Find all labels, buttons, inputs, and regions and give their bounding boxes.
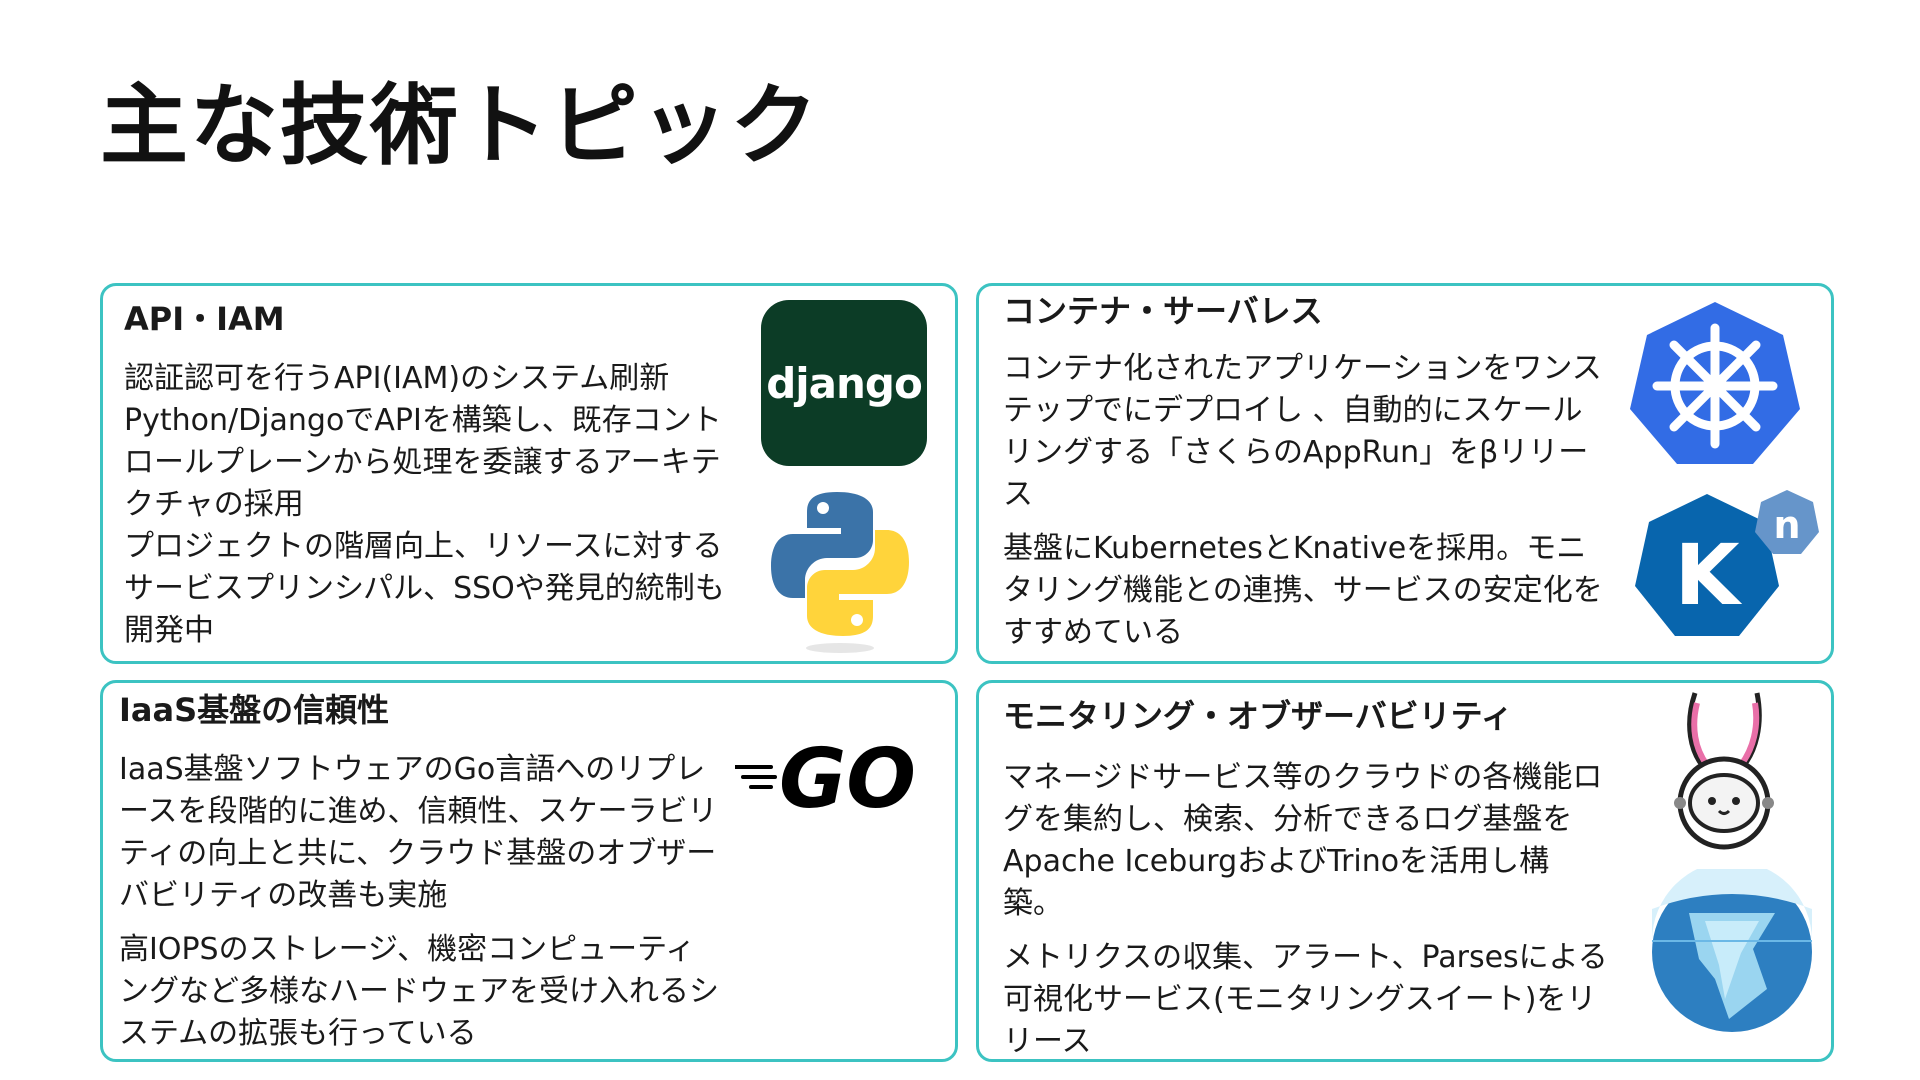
card-body-monitoring: マネージドサービス等のクラウドの各機能ログを集約し、検索、分析できるログ基盤をA… (1003, 757, 1608, 1059)
knative-icon: K n (1635, 490, 1819, 636)
card-title-iaas: IaaS基盤の信頼性 (119, 691, 390, 729)
card-container-serverless: コンテナ・サーバレス コンテナ化されたアプリケーションをワンステップでにデプロイ… (976, 283, 1834, 664)
iceberg-icon (1652, 869, 1812, 1032)
card-paragraph: コンテナ化されたアプリケーションをワンステップでにデプロイし 、自動的にスケール… (1003, 351, 1602, 512)
go-logo-text: GO (779, 737, 916, 817)
kubernetes-icon (1630, 302, 1800, 464)
card-title-monitoring: モニタリング・オブザーバビリティ (1003, 697, 1513, 735)
astronaut-rabbit-icon (1674, 692, 1774, 850)
card-api-iam: API・IAM 認証認可を行うAPI(IAM)のシステム刷新Python/Dja… (100, 283, 958, 664)
card-paragraph: 基盤にKubernetesとKnativeを採用。モニタリング機能との連携、サー… (1003, 531, 1603, 650)
card-paragraph: マネージドサービス等のクラウドの各機能ログを集約し、検索、分析できるログ基盤をA… (1003, 760, 1603, 921)
card-title-container: コンテナ・サーバレス (1003, 292, 1323, 330)
card-body-container: コンテナ化されたアプリケーションをワンステップでにデプロイし 、自動的にスケール… (1003, 348, 1608, 661)
card-paragraph: IaaS基盤ソフトウェアのGo言語へのリプレースを段階的に進め、信頼性、スケーラ… (119, 752, 718, 913)
card-paragraph: メトリクスの収集、アラート、Parsesによる可視化サービス(モニタリングスイー… (1003, 940, 1608, 1059)
go-logo: GO (735, 737, 916, 817)
python-icon (771, 492, 909, 653)
knative-letter: K (1674, 526, 1742, 624)
page-title: 主な技術トピック (100, 74, 821, 177)
card-iaas: IaaS基盤の信頼性 IaaS基盤ソフトウェアのGo言語へのリプレースを段階的に… (100, 680, 958, 1062)
card-monitoring: モニタリング・オブザーバビリティ マネージドサービス等のクラウドの各機能ログを集… (976, 680, 1834, 1062)
django-logo: django (761, 300, 927, 466)
card-paragraph: プロジェクトの階層向上、リソースに対するサービスプリンシパル、SSOや発見的統制… (124, 529, 725, 648)
card-paragraph: 認証認可を行うAPI(IAM)のシステム刷新Python/DjangoでAPIを… (124, 361, 722, 522)
card-paragraph: 高IOPSのストレージ、機密コンピューティングなど多様なハードウェアを受け入れる… (119, 932, 719, 1051)
django-logo-text: django (766, 358, 923, 408)
card-body-iaas: IaaS基盤ソフトウェアのGo言語へのリプレースを段階的に進め、信頼性、スケーラ… (119, 749, 724, 1059)
knative-badge-letter: n (1773, 503, 1800, 547)
card-body-api-iam: 認証認可を行うAPI(IAM)のシステム刷新Python/DjangoでAPIを… (124, 358, 729, 652)
card-title-api-iam: API・IAM (124, 300, 285, 338)
